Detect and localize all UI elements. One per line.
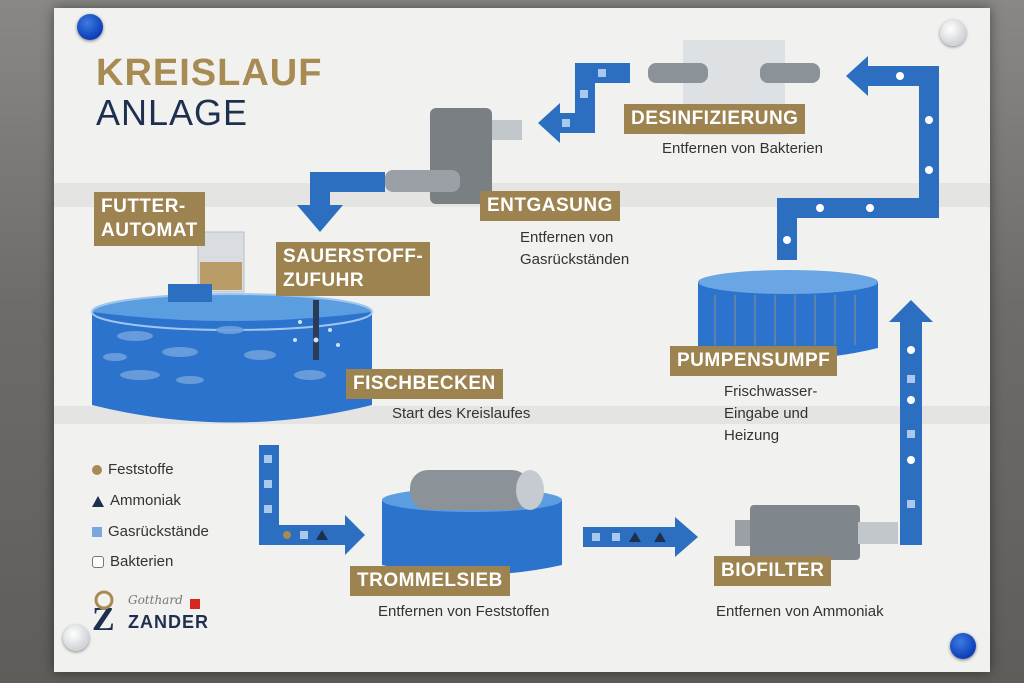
legend-label: Feststoffe (108, 461, 174, 478)
label-drum: TROMMELSIEB (350, 566, 510, 596)
svg-text:Z: Z (92, 601, 115, 638)
pipe-biofilter-to-sump (889, 300, 933, 545)
label-fishtank: FISCHBECKEN (346, 369, 503, 399)
zander-logo-mark: Z (92, 590, 115, 638)
label-feeder: FUTTER- AUTOMAT (94, 192, 205, 246)
caption-sump: Frischwasser- Eingabe und Heizung (724, 383, 818, 444)
pipe-drum-to-biofilter (583, 517, 698, 557)
label-sump: PUMPENSUMPF (670, 346, 838, 376)
caption-fishtank: Start des Kreislaufes (392, 405, 531, 422)
label-biofilter: BIOFILTER (714, 556, 832, 586)
logo-brand: ZANDER (128, 612, 209, 632)
legend-label: Ammoniak (110, 492, 181, 509)
legend-label: Gasrückstände (108, 523, 209, 540)
legend-item: Feststoffe (92, 461, 174, 478)
feeder-illustration (168, 231, 245, 302)
pin-icon (940, 20, 966, 46)
caption-drum: Entfernen von Feststoffen (378, 603, 550, 620)
label-disinfection: DESINFIZIERUNG (624, 104, 806, 134)
pipe-degassing-to-tank (297, 172, 385, 232)
pipe-tank-to-drum (259, 445, 365, 555)
square-icon (92, 527, 102, 538)
triangle-icon (92, 495, 104, 507)
pin-icon (77, 14, 103, 40)
logo-script: Gotthard (128, 593, 183, 607)
pump-sump-illustration (698, 270, 878, 359)
pin-icon (63, 625, 89, 651)
label-oxygen: SAUERSTOFF- ZUFUHR (276, 242, 431, 296)
poster-title-line2: ANLAGE (96, 92, 249, 133)
legend-item: Bakterien (92, 553, 173, 570)
fish-tank-illustration (91, 293, 373, 423)
pipe-sump-to-disinfection (777, 56, 939, 260)
biofilter-illustration (735, 505, 898, 560)
hexagon-icon (92, 556, 104, 569)
dot-icon (92, 465, 102, 476)
legend-item: Gasrückstände (92, 523, 209, 540)
pin-icon (950, 633, 976, 659)
pipe-disinfection-to-degassing (538, 63, 630, 143)
degassing-illustration (385, 108, 522, 204)
legend-label: Bakterien (110, 553, 174, 570)
swiss-flag-icon (190, 599, 200, 609)
caption-disinfection: Entfernen von Bakterien (662, 140, 823, 157)
label-degassing: ENTGASUNG (480, 191, 620, 221)
caption-biofilter: Entfernen von Ammoniak (716, 603, 884, 620)
legend-item: Ammoniak (92, 492, 181, 509)
drum-sieve-illustration (382, 470, 562, 575)
caption-degassing: Entfernen von Gasrückständen (520, 229, 630, 268)
poster-title-line1: KREISLAUF (96, 52, 323, 94)
